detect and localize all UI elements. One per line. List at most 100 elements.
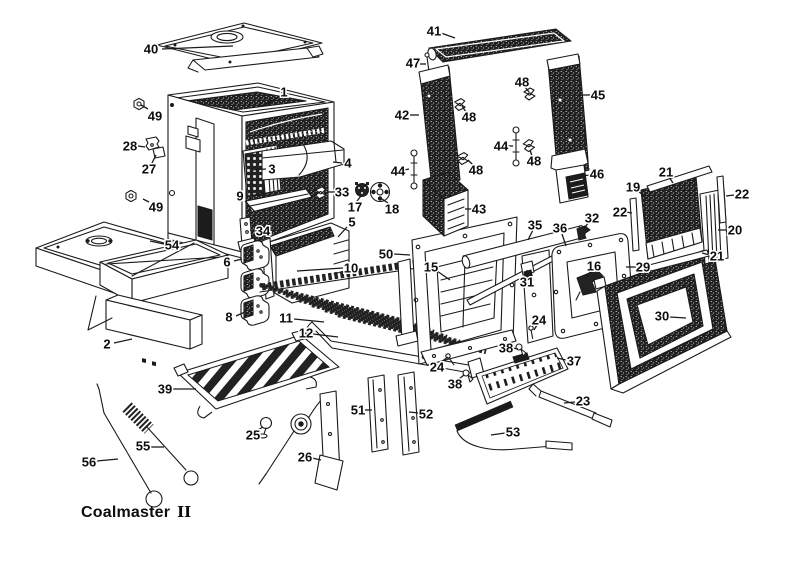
part-leader-10 bbox=[296, 267, 344, 272]
part-52-side-strip bbox=[397, 371, 420, 456]
part-37-slotted-tray bbox=[475, 347, 569, 405]
part-label-44: 44 bbox=[391, 164, 406, 179]
part-48-clip-c bbox=[522, 138, 536, 153]
part-label-35: 35 bbox=[528, 218, 542, 233]
part-49-nut-bottom bbox=[125, 189, 137, 203]
part-leader-22 bbox=[625, 211, 633, 214]
part-label-53: 53 bbox=[506, 425, 520, 440]
part-22-edge-strip-left bbox=[629, 197, 640, 252]
part-30-fire-door bbox=[596, 246, 732, 394]
model-number: II bbox=[177, 503, 192, 521]
part-label-33: 33 bbox=[335, 185, 349, 200]
part-label-8: 8 bbox=[225, 310, 232, 325]
part-leader-48 bbox=[524, 86, 530, 93]
part-22-edge-strip-right bbox=[716, 175, 727, 224]
part-45-side-trim-right bbox=[546, 53, 591, 179]
part-label-12: 12 bbox=[299, 326, 313, 341]
part-leader-4 bbox=[332, 161, 343, 164]
part-leader-44 bbox=[403, 168, 410, 171]
part-leader-26 bbox=[311, 457, 322, 461]
part-label-51: 51 bbox=[351, 403, 365, 418]
part-leader-53 bbox=[490, 432, 506, 436]
part-label-20: 20 bbox=[728, 223, 742, 238]
part-label-1: 1 bbox=[280, 85, 287, 100]
part-41-top-trim bbox=[427, 28, 572, 63]
part-label-3: 3 bbox=[268, 162, 275, 177]
part-leader-48 bbox=[467, 159, 474, 166]
part-label-27: 27 bbox=[142, 162, 156, 177]
part-31-bracket bbox=[520, 260, 535, 283]
part-leader-19 bbox=[637, 190, 649, 200]
part-1-firebox-body bbox=[167, 82, 335, 259]
part-label-22: 22 bbox=[735, 187, 749, 202]
part-label-45: 45 bbox=[591, 88, 605, 103]
part-28-clip bbox=[145, 136, 160, 151]
part-43-firebrick-block bbox=[422, 171, 469, 237]
part-44-rod-right bbox=[512, 126, 520, 167]
part-label-48: 48 bbox=[515, 75, 529, 90]
part-leader-35 bbox=[527, 229, 534, 241]
part-leader-38 bbox=[511, 347, 519, 350]
part-leader-11 bbox=[293, 318, 325, 323]
part-40-top-plate bbox=[156, 22, 324, 73]
part-leader-34 bbox=[249, 229, 257, 232]
part-leader-37 bbox=[556, 357, 567, 361]
part-leader-30 bbox=[669, 316, 687, 319]
part-leader-40 bbox=[161, 45, 234, 50]
part-label-42: 42 bbox=[395, 108, 409, 123]
part-leader-56 bbox=[96, 458, 119, 462]
part-label-17: 17 bbox=[348, 200, 362, 215]
part-label-48: 48 bbox=[462, 110, 476, 125]
part-25-knob bbox=[258, 416, 273, 439]
part-leader-1 bbox=[262, 96, 280, 107]
part-label-55: 55 bbox=[136, 439, 150, 454]
part-leader-6 bbox=[233, 258, 243, 262]
part-8-grate-block bbox=[240, 295, 270, 326]
part-label-41: 41 bbox=[427, 24, 441, 39]
part-label-21: 21 bbox=[710, 249, 724, 264]
part-leader-41 bbox=[440, 32, 456, 39]
part-leader-22 bbox=[725, 194, 735, 197]
part-label-10: 10 bbox=[344, 261, 358, 276]
part-16-door-latch bbox=[575, 269, 607, 301]
part-label-40: 40 bbox=[144, 42, 158, 57]
part-leader-16 bbox=[584, 270, 592, 279]
part-9-deflector-plate bbox=[245, 188, 313, 213]
part-leader-24 bbox=[533, 324, 538, 331]
part-label-4: 4 bbox=[344, 156, 352, 171]
part-10-grate-teeth-row bbox=[259, 258, 425, 293]
part-56-poker bbox=[96, 383, 163, 508]
part-51-side-strip bbox=[367, 374, 389, 453]
part-label-34: 34 bbox=[256, 224, 271, 239]
part-leader-54 bbox=[149, 240, 165, 245]
part-label-48: 48 bbox=[469, 163, 483, 178]
part-leader-2 bbox=[113, 338, 133, 344]
part-46-bracket-plate bbox=[550, 148, 589, 204]
model-title: Coalmaster II bbox=[81, 503, 191, 522]
part-leader-15 bbox=[436, 270, 451, 281]
part-49-nut-top bbox=[133, 97, 145, 111]
part-label-48: 48 bbox=[527, 154, 541, 169]
part-21-retainer-strip-top bbox=[646, 165, 713, 193]
part-leader-46 bbox=[581, 174, 591, 177]
part-leader-23 bbox=[563, 401, 576, 404]
part-26-thermostat-assembly bbox=[258, 390, 344, 491]
part-leader-52 bbox=[408, 411, 420, 414]
part-leader-49 bbox=[140, 104, 149, 110]
part-leader-28 bbox=[137, 145, 146, 148]
part-label-15: 15 bbox=[424, 260, 438, 275]
part-label-9: 9 bbox=[236, 189, 243, 204]
part-leader-50 bbox=[393, 253, 411, 256]
part-leader-38 bbox=[458, 374, 465, 380]
part-label-6: 6 bbox=[223, 255, 230, 270]
part-label-26: 26 bbox=[298, 450, 312, 465]
part-label-30: 30 bbox=[655, 309, 669, 324]
part-label-2: 2 bbox=[103, 337, 110, 352]
part-label-47: 47 bbox=[406, 56, 420, 71]
part-label-46: 46 bbox=[590, 167, 604, 182]
part-18-spinner-wheel bbox=[369, 181, 391, 203]
part-label-44: 44 bbox=[494, 139, 509, 154]
part-label-19: 19 bbox=[626, 180, 640, 195]
